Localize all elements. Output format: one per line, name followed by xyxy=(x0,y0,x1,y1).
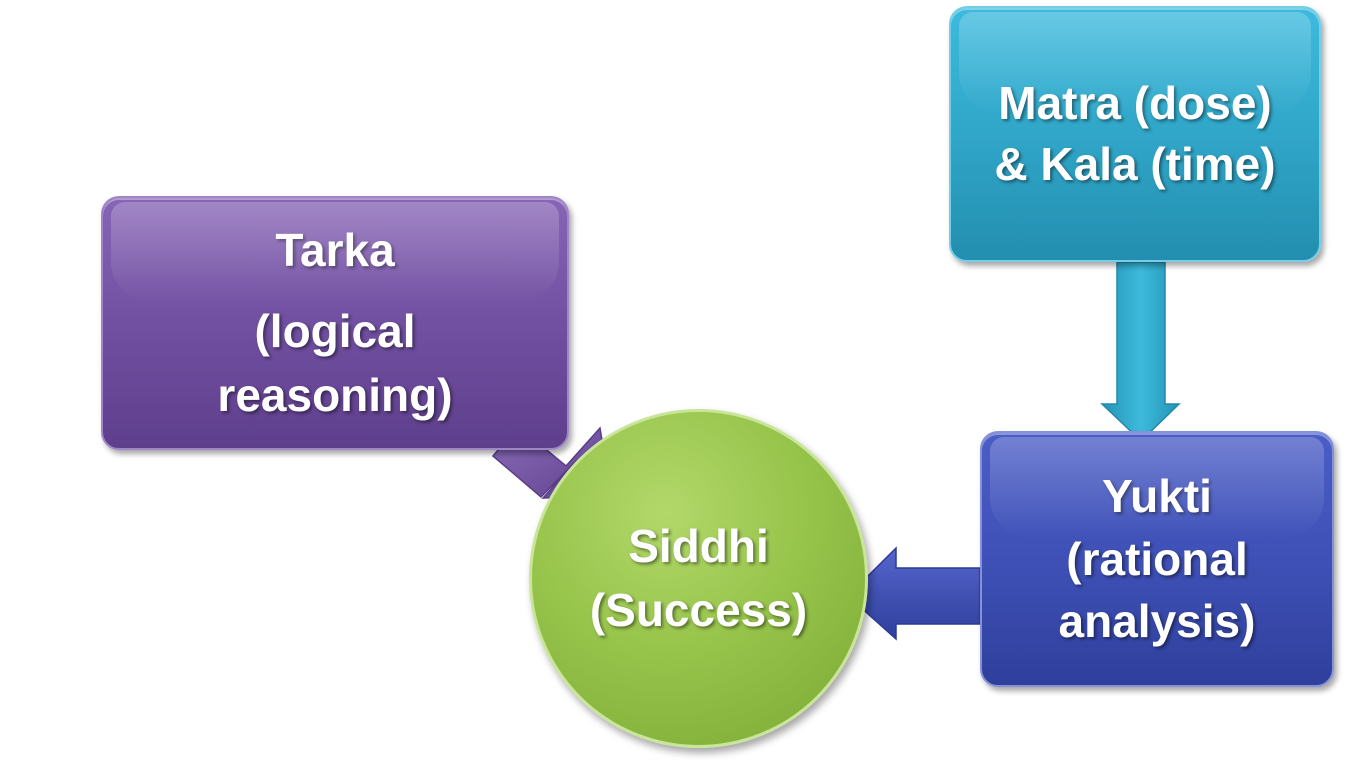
arrow-yukti-to-siddhi xyxy=(846,546,981,641)
arrow-matra-to-yukti xyxy=(1100,261,1181,443)
siddhi-line2: (Success) xyxy=(589,583,808,636)
matra-kala-box: Matra (dose) & Kala (time) xyxy=(949,6,1321,262)
matra-line2: & Kala (time) xyxy=(994,138,1276,190)
tarka-subtitle-line2: reasoning) xyxy=(217,368,453,421)
yukti-line2: (rational xyxy=(1066,532,1248,585)
yukti-box: Yukti (rational analysis) xyxy=(980,431,1334,687)
siddhi-circle: Siddhi (Success) xyxy=(529,409,868,748)
tarka-subtitle-line1: (logical xyxy=(254,305,416,358)
tarka-box: Tarka (logical reasoning) xyxy=(101,196,569,450)
yukti-line1: Yukti xyxy=(1102,470,1212,523)
matra-line1: Matra (dose) xyxy=(998,77,1272,130)
tarka-title: Tarka xyxy=(275,223,395,276)
yukti-line3: analysis) xyxy=(1058,595,1256,648)
siddhi-line1: Siddhi xyxy=(628,520,769,573)
